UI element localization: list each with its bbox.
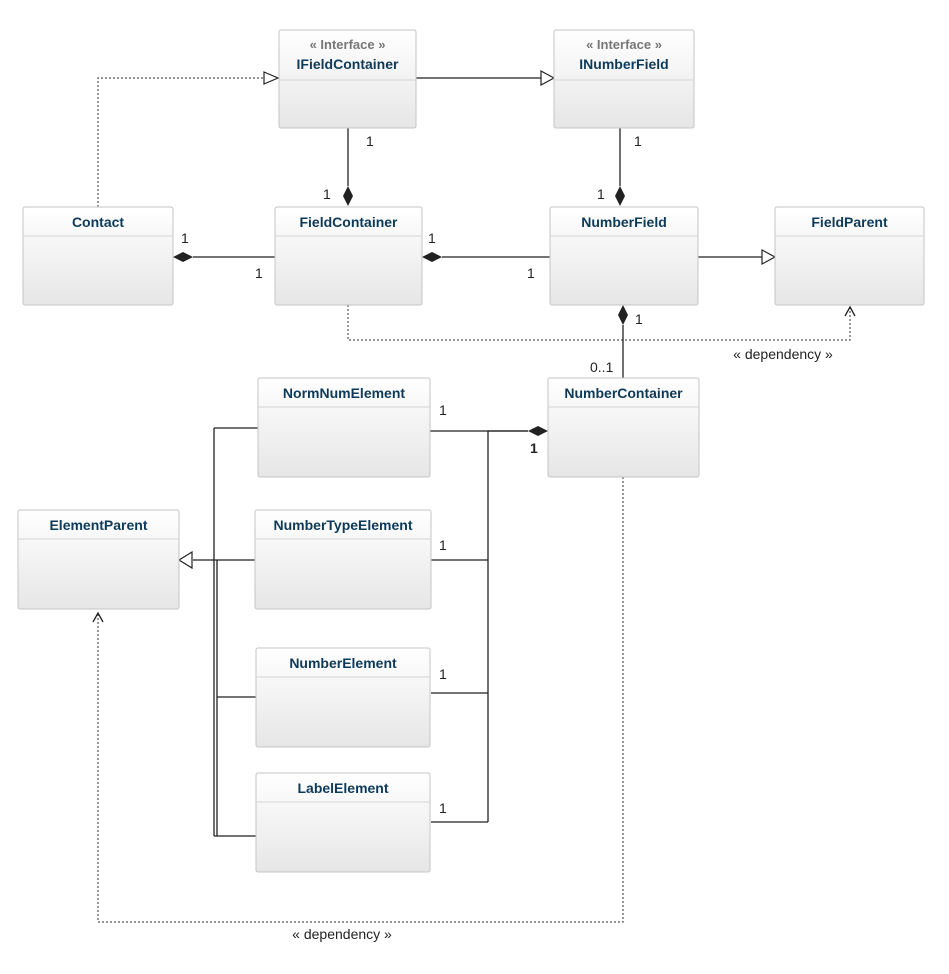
multiplicity-label: 1	[323, 186, 331, 202]
stereotype-label: « Interface »	[310, 37, 386, 52]
class-name: NumberField	[581, 214, 667, 230]
multiplicity-label: 1	[527, 265, 535, 281]
class-inumberfield[interactable]: « Interface » INumberField	[553, 29, 695, 129]
dependency-label: « dependency »	[292, 926, 392, 942]
class-name: NormNumElement	[283, 385, 405, 401]
dependency-fieldcontainer-fieldparent	[347, 305, 856, 341]
multiplicity-label: 1	[635, 311, 643, 327]
class-labelelement[interactable]: LabelElement	[255, 772, 431, 873]
multiplicity-label: 1	[439, 800, 447, 816]
composition-numberfield-numbercontainer	[618, 305, 628, 378]
multiplicity-label: 1	[181, 230, 189, 246]
multiplicity-label: 1	[439, 537, 447, 553]
multiplicity-label: 0..1	[590, 359, 614, 375]
dependency-numbercontainer-elementparent	[92, 477, 624, 923]
class-name: INumberField	[579, 56, 668, 72]
multiplicity-label: 1	[428, 230, 436, 246]
class-name: IFieldContainer	[297, 56, 399, 72]
class-ifieldcontainer[interactable]: « Interface » IFieldContainer	[278, 29, 417, 129]
class-numberfield[interactable]: NumberField	[549, 206, 699, 306]
class-name: NumberTypeElement	[274, 517, 413, 533]
stereotype-label: « Interface »	[586, 37, 662, 52]
generalization-elements-elementparent	[177, 427, 258, 837]
class-numbercontainer[interactable]: NumberContainer	[547, 377, 700, 478]
class-numbertypeelement[interactable]: NumberTypeElement	[254, 509, 432, 610]
class-name: FieldContainer	[299, 214, 398, 230]
class-fieldcontainer[interactable]: FieldContainer	[274, 206, 423, 306]
class-normnumelement[interactable]: NormNumElement	[257, 377, 431, 478]
dependency-label: « dependency »	[733, 346, 833, 362]
class-name: LabelElement	[297, 780, 388, 796]
class-name: NumberElement	[289, 655, 397, 671]
multiplicity-label: 1	[255, 265, 263, 281]
class-name: FieldParent	[811, 214, 888, 230]
multiplicity-label: 1	[439, 666, 447, 682]
composition-contact-fieldcontainer	[173, 252, 275, 262]
class-contact[interactable]: Contact	[22, 206, 174, 306]
multiplicity-label: 1	[597, 186, 605, 202]
generalization-ifieldcontainer-inumberfield	[416, 69, 556, 87]
multiplicity-label: 1	[439, 402, 447, 418]
class-name: ElementParent	[49, 517, 147, 533]
class-name: NumberContainer	[564, 385, 683, 401]
class-numberelement[interactable]: NumberElement	[255, 647, 431, 748]
composition-inumberfield-numberfield	[615, 128, 625, 206]
composition-fieldcontainer-numberfield	[422, 252, 550, 262]
class-name: Contact	[72, 214, 124, 230]
multiplicity-label: 1	[530, 440, 538, 456]
multiplicity-label: 1	[366, 133, 374, 149]
composition-ifieldcontainer-fieldcontainer	[343, 128, 353, 206]
class-elementparent[interactable]: ElementParent	[17, 509, 180, 610]
generalization-numberfield-fieldparent	[698, 248, 777, 266]
realization-contact-ifieldcontainer	[97, 71, 280, 207]
multiplicity-label: 1	[634, 133, 642, 149]
composition-numbercontainer-elements	[430, 426, 548, 823]
class-fieldparent[interactable]: FieldParent	[774, 206, 925, 306]
